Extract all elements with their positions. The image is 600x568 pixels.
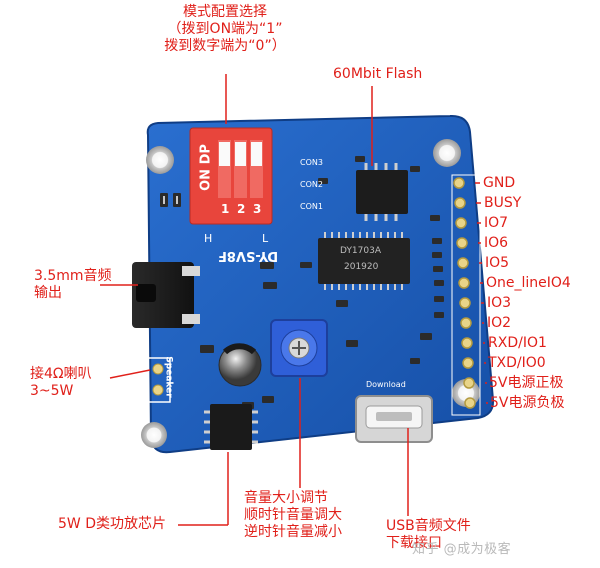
dip-on-label: ON DP xyxy=(198,144,214,191)
pin-label-busy: BUSY xyxy=(484,195,522,211)
speaker-silk: Speaker xyxy=(163,356,174,398)
speaker-annotation: 接4Ω喇叭 3~5W xyxy=(30,366,92,400)
pin-header-outline xyxy=(451,174,481,416)
usb-line-1: USB音频文件 xyxy=(386,518,471,534)
pin-label-txd: TXD/IO0 xyxy=(488,355,546,371)
audio-out-line-1: 3.5mm音频 xyxy=(34,268,112,284)
decoder-chip xyxy=(318,232,410,290)
volume-line-1: 音量大小调节 xyxy=(244,490,328,506)
pin-header xyxy=(453,177,476,409)
pin-label-5v-minus: 5V电源负极 xyxy=(490,395,565,411)
chip-text-1: DY1703A xyxy=(340,246,381,256)
pin-label-gnd: GND xyxy=(483,175,516,191)
con3-label: CON3 xyxy=(300,158,323,167)
pin-label-io5: IO5 xyxy=(485,255,510,271)
usb-line-2: 下载接口 xyxy=(386,535,442,551)
chip-text-2: 201920 xyxy=(344,262,379,272)
volume-annotation: 音量大小调节 顺时针音量调大 逆时针音量减小 xyxy=(244,490,342,541)
dip-number-3: 3 xyxy=(253,202,262,216)
pin-label-io6: IO6 xyxy=(484,235,509,251)
mode-select-line-3: 拨到数字端为“0”） xyxy=(164,38,286,54)
flash-annotation: 60Mbit Flash xyxy=(333,66,423,82)
annotation-leaders xyxy=(100,74,488,526)
con2-label: CON2 xyxy=(300,180,323,189)
dip-number-1: 1 xyxy=(221,202,230,216)
mode-select-line-2: （拨到ON端为“1” xyxy=(167,21,283,37)
mounting-holes xyxy=(141,139,480,448)
audio-jack xyxy=(132,262,200,328)
usb-annotation: USB音频文件 下载接口 xyxy=(386,518,471,552)
pin-label-io3: IO3 xyxy=(487,295,512,311)
volume-line-3: 逆时针音量减小 xyxy=(244,524,342,540)
mode-select-title: 模式配置选择 xyxy=(183,4,267,20)
capacitor xyxy=(218,343,262,387)
speaker-header xyxy=(145,357,171,403)
watermark: 知乎 @成为极客 xyxy=(412,542,512,557)
potentiometer xyxy=(270,319,328,377)
pin-label-io2: IO2 xyxy=(487,315,512,331)
usb-connector xyxy=(355,395,433,443)
dip-letter-l: L xyxy=(262,232,269,245)
volume-line-2: 顺时针音量调大 xyxy=(244,507,342,523)
speaker-line-1: 接4Ω喇叭 xyxy=(30,366,92,382)
mode-select-annotation: 模式配置选择 （拨到ON端为“1” 拨到数字端为“0”） xyxy=(120,4,330,55)
pin-label-io4: One_lineIO4 xyxy=(486,275,571,291)
flash-chip xyxy=(356,163,408,221)
speaker-plus: + xyxy=(126,392,137,406)
con1-label: CON1 xyxy=(300,202,323,211)
speaker-minus: - xyxy=(126,360,131,374)
pin-label-io7: IO7 xyxy=(484,215,509,231)
speaker-line-2: 3~5W xyxy=(30,383,74,399)
board-model: DY-SV8F xyxy=(218,248,279,263)
smd-caps xyxy=(163,196,178,204)
pin-label-5v-plus: 5V电源正极 xyxy=(489,375,564,391)
download-silk: Download xyxy=(366,380,406,389)
pin-label-rxd: RXD/IO1 xyxy=(488,335,547,351)
audio-out-annotation: 3.5mm音频 输出 xyxy=(34,268,112,302)
dip-number-2: 2 xyxy=(237,202,246,216)
dip-switch xyxy=(189,127,273,225)
audio-out-line-2: 输出 xyxy=(34,285,62,301)
amp-chip-annotation: 5W D类功放芯片 xyxy=(58,516,166,532)
amplifier-chip xyxy=(204,404,258,450)
dip-letter-h: H xyxy=(204,232,213,245)
